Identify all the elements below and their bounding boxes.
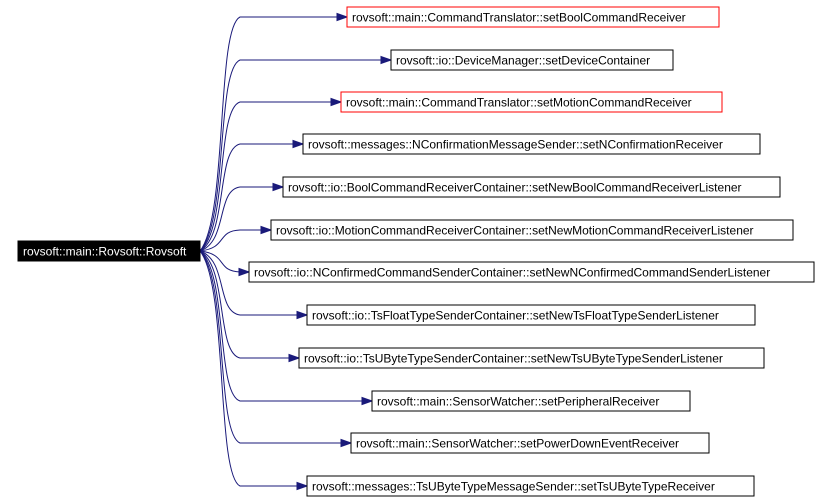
callee-node-box-4 <box>302 133 761 155</box>
callee-node-label-6: rovsoft::io::MotionCommandReceiverContai… <box>276 224 754 238</box>
callee-node-7[interactable]: rovsoft::io::NConfirmedCommandSenderCont… <box>248 261 815 283</box>
callee-node-5[interactable]: rovsoft::io::BoolCommandReceiverContaine… <box>282 176 781 198</box>
callee-node-1[interactable]: rovsoft::main::CommandTranslator::setBoo… <box>346 6 720 28</box>
call-edge-11 <box>199 250 341 444</box>
call-edge-arrowhead-10 <box>361 396 374 406</box>
root-node-box <box>17 240 201 262</box>
call-edge-arrowhead-6 <box>260 225 273 235</box>
call-edge-arrowhead-1 <box>336 12 349 22</box>
call-edge-3 <box>199 101 331 252</box>
call-edge-4 <box>199 143 293 252</box>
callee-node-box-10 <box>371 390 691 412</box>
call-edge-arrowhead-2 <box>380 55 393 65</box>
callee-node-box-9 <box>298 347 765 369</box>
callee-node-box-7 <box>248 261 815 283</box>
callee-node-box-3 <box>340 91 723 113</box>
call-edge-arrowhead-12 <box>296 481 309 491</box>
call-edge-9 <box>199 250 289 359</box>
call-edge-arrowhead-11 <box>340 438 353 448</box>
root-node[interactable]: rovsoft::main::Rovsoft::Rovsoft <box>17 240 201 262</box>
callee-node-label-12: rovsoft::messages::TsUByteTypeMessageSen… <box>312 480 715 494</box>
callee-node-4[interactable]: rovsoft::messages::NConfirmationMessageS… <box>302 133 761 155</box>
call-edge-arrowhead-4 <box>292 139 305 149</box>
call-edge-8 <box>199 250 297 316</box>
call-edge-2 <box>199 59 381 252</box>
callee-node-label-9: rovsoft::io::TsUByteTypeSenderContainer:… <box>304 352 723 366</box>
call-edge-arrowhead-7 <box>238 267 251 277</box>
root-node-label: rovsoft::main::Rovsoft::Rovsoft <box>23 245 187 259</box>
call-nodes: rovsoft::main::Rovsoft::Rovsoft rovsoft:… <box>17 6 815 497</box>
call-edge-arrowhead-5 <box>272 182 285 192</box>
callee-node-label-11: rovsoft::main::SensorWatcher::setPowerDo… <box>356 437 679 451</box>
callee-node-label-10: rovsoft::main::SensorWatcher::setPeriphe… <box>377 395 659 409</box>
callee-node-label-5: rovsoft::io::BoolCommandReceiverContaine… <box>288 181 742 195</box>
call-edge-12 <box>199 250 297 487</box>
callee-node-box-1 <box>346 6 720 28</box>
callee-node-label-4: rovsoft::messages::NConfirmationMessageS… <box>308 138 723 152</box>
callee-node-11[interactable]: rovsoft::main::SensorWatcher::setPowerDo… <box>350 432 710 454</box>
callee-node-label-8: rovsoft::io::TsFloatTypeSenderContainer:… <box>312 309 719 323</box>
callee-node-box-11 <box>350 432 710 454</box>
call-edge-arrowhead-9 <box>288 353 301 363</box>
callee-node-box-6 <box>270 219 794 241</box>
callee-node-12[interactable]: rovsoft::messages::TsUByteTypeMessageSen… <box>306 475 755 497</box>
callee-node-10[interactable]: rovsoft::main::SensorWatcher::setPeriphe… <box>371 390 691 412</box>
callee-node-6[interactable]: rovsoft::io::MotionCommandReceiverContai… <box>270 219 794 241</box>
callee-node-box-2 <box>390 49 674 71</box>
call-edge-10 <box>199 250 362 402</box>
callee-node-2[interactable]: rovsoft::io::DeviceManager::setDeviceCon… <box>390 49 674 71</box>
call-edge-6 <box>199 229 261 252</box>
callee-node-box-12 <box>306 475 755 497</box>
call-edge-1 <box>199 16 337 252</box>
callee-node-3[interactable]: rovsoft::main::CommandTranslator::setMot… <box>340 91 723 113</box>
callee-node-box-8 <box>306 304 756 326</box>
callee-node-9[interactable]: rovsoft::io::TsUByteTypeSenderContainer:… <box>298 347 765 369</box>
callee-node-8[interactable]: rovsoft::io::TsFloatTypeSenderContainer:… <box>306 304 756 326</box>
callee-node-label-3: rovsoft::main::CommandTranslator::setMot… <box>346 96 692 110</box>
callee-node-label-1: rovsoft::main::CommandTranslator::setBoo… <box>352 11 686 25</box>
callee-node-box-5 <box>282 176 781 198</box>
callee-node-label-7: rovsoft::io::NConfirmedCommandSenderCont… <box>254 266 770 280</box>
call-edges <box>199 12 393 491</box>
call-edge-5 <box>199 186 273 252</box>
callee-node-label-2: rovsoft::io::DeviceManager::setDeviceCon… <box>396 54 650 68</box>
call-edge-arrowhead-3 <box>330 97 343 107</box>
call-edge-arrowhead-8 <box>296 310 309 320</box>
